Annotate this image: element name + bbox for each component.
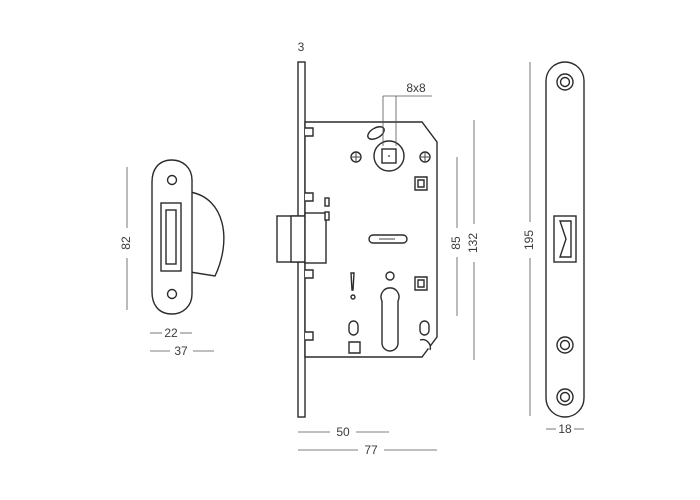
case-arc xyxy=(419,338,432,351)
strike-plate-lip xyxy=(189,191,225,277)
faceplate-screw-bottom xyxy=(556,388,574,406)
case-tab-1 xyxy=(305,127,314,137)
case-hole-2 xyxy=(350,294,356,300)
dim-faceplate-width-label: 18 xyxy=(558,422,572,436)
dim-faceplate-thickness: 3 xyxy=(298,40,305,54)
hub-lever xyxy=(367,126,385,140)
dim-faceplate-height: 195 xyxy=(522,62,536,416)
dim-spindle-label: 8x8 xyxy=(406,81,426,95)
case-tab-3 xyxy=(305,269,314,279)
dim-strike-inner-width-label: 22 xyxy=(164,326,178,340)
case-oval-left xyxy=(348,320,359,336)
cylinder-cutout xyxy=(380,287,400,352)
faceplate-screw-middle xyxy=(556,336,574,354)
latch-bolt-tail xyxy=(304,212,327,264)
strike-latch-opening-inner xyxy=(165,209,177,265)
strike-screw-hole-bottom xyxy=(166,288,178,300)
dim-spindle: 8x8 xyxy=(382,81,432,146)
dim-strike-inner-width: 22 xyxy=(150,326,192,340)
dim-lock-depth-label: 77 xyxy=(364,443,378,457)
faceplate-latch-bevel xyxy=(559,220,572,258)
case-tab-4 xyxy=(305,331,314,341)
dim-strike-height: 82 xyxy=(119,167,133,310)
strike-screw-hole-top xyxy=(166,174,178,186)
dim-strike-height-label: 82 xyxy=(119,236,133,250)
faceplate-screw-top xyxy=(556,73,574,91)
dim-lock-height-label: 132 xyxy=(466,233,480,253)
dim-strike-width-label: 37 xyxy=(174,344,188,358)
dim-strike-width: 37 xyxy=(150,344,214,358)
case-slot-1 xyxy=(324,197,330,207)
latch-bolt-inner xyxy=(290,215,306,263)
dim-faceplate-thickness-label: 3 xyxy=(298,40,305,54)
case-notch xyxy=(348,341,361,354)
case-hole-1 xyxy=(385,271,395,281)
dim-backset-label: 50 xyxy=(336,425,350,439)
bracket-lower xyxy=(414,276,428,291)
case-screw-top-right xyxy=(419,151,431,163)
spindle-center xyxy=(388,155,390,157)
lock-body-view xyxy=(276,61,438,418)
faceplate-front-view xyxy=(545,61,585,418)
case-tab-2 xyxy=(305,192,314,202)
case-oval-right xyxy=(419,320,430,336)
case-slot-vertical xyxy=(350,272,355,291)
bracket-upper xyxy=(414,176,428,191)
dim-faceplate-width: 18 xyxy=(546,422,584,436)
case-slot-2 xyxy=(324,211,330,221)
dim-lock-depth: 77 xyxy=(298,443,437,457)
dim-lock-height: 132 xyxy=(466,120,480,360)
dim-backset: 50 xyxy=(298,425,389,439)
case-screw-top-left xyxy=(350,151,362,163)
dim-faceplate-height-label: 195 xyxy=(522,230,536,250)
strike-plate xyxy=(151,159,225,315)
dim-lock-height-inner: 85 xyxy=(449,157,463,316)
dim-lock-height-inner-label: 85 xyxy=(449,236,463,250)
